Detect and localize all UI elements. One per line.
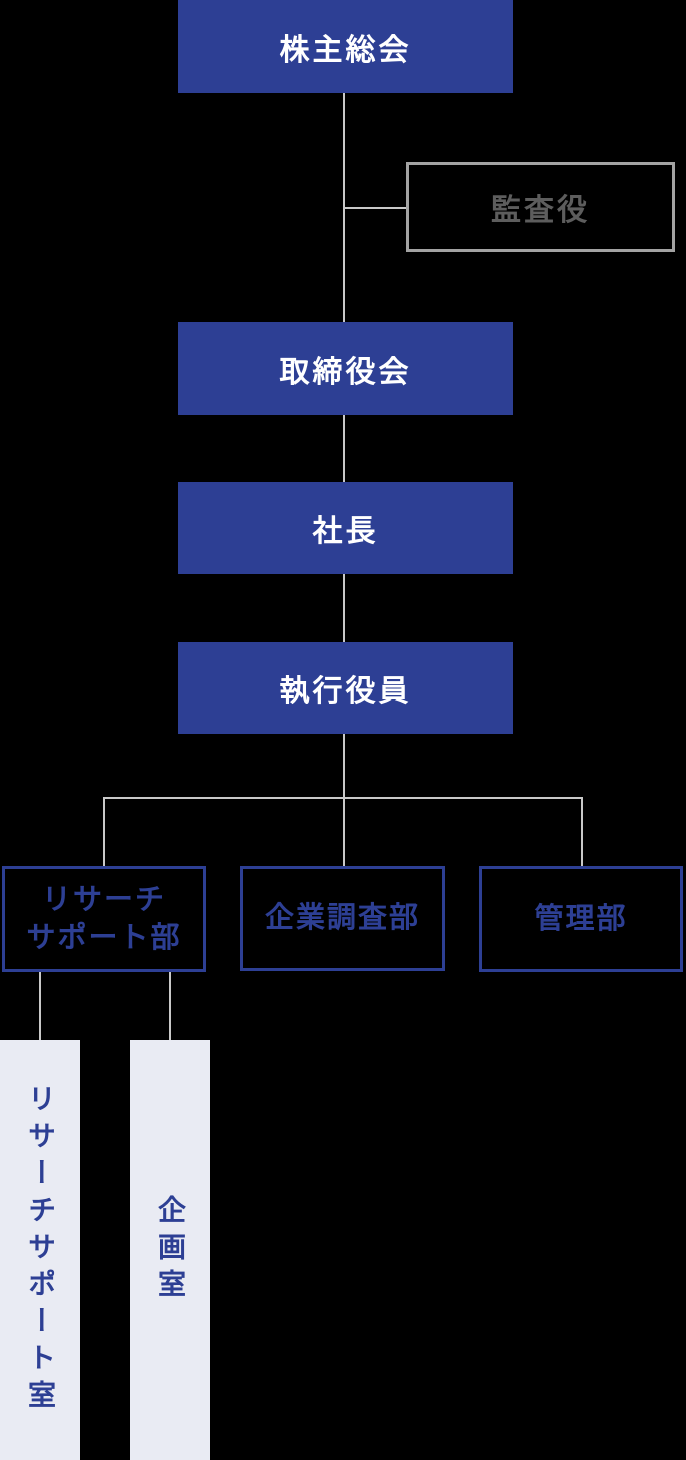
connector-executives-to-branch: [343, 734, 345, 798]
connector-shareholders-to-board: [343, 93, 345, 322]
connector-dept-to-research-support-office: [39, 972, 41, 1040]
node-planning-office-label: 企画室: [155, 1194, 186, 1306]
node-auditor: 監査役: [406, 162, 675, 252]
connector-drop-corporate-research-dept: [343, 797, 345, 866]
node-research-support-office: リサーチサポート室: [0, 1040, 80, 1460]
node-shareholders-meeting: 株主総会: [178, 0, 513, 93]
node-president-label: 社長: [312, 515, 379, 548]
connector-dept-to-planning-office: [169, 972, 171, 1040]
node-research-support-office-label: リサーチサポート室: [25, 1083, 56, 1417]
node-executive-officers: 執行役員: [178, 642, 513, 734]
connector-president-to-executives: [343, 574, 345, 642]
node-executive-officers-label: 執行役員: [279, 675, 412, 708]
connector-branch-to-auditor: [345, 207, 406, 209]
node-board-of-directors: 取締役会: [178, 322, 513, 415]
node-shareholders-meeting-label: 株主総会: [279, 33, 412, 67]
node-administration-dept-label: 管理部: [534, 902, 628, 935]
connector-board-to-president: [343, 415, 345, 482]
connector-drop-research-support-dept: [103, 797, 105, 866]
node-president: 社長: [178, 482, 513, 574]
node-board-of-directors-label: 取締役会: [279, 355, 412, 389]
node-administration-dept: 管理部: [479, 866, 683, 972]
node-auditor-label: 監査役: [491, 194, 590, 227]
connector-drop-administration-dept: [581, 797, 583, 866]
node-research-support-dept: リサーチ サポート部: [2, 866, 206, 972]
node-research-support-dept-label: リサーチ サポート部: [26, 883, 182, 954]
node-planning-office: 企画室: [130, 1040, 210, 1460]
node-corporate-research-dept: 企業調査部: [240, 866, 445, 971]
node-corporate-research-dept-label: 企業調査部: [264, 902, 420, 935]
